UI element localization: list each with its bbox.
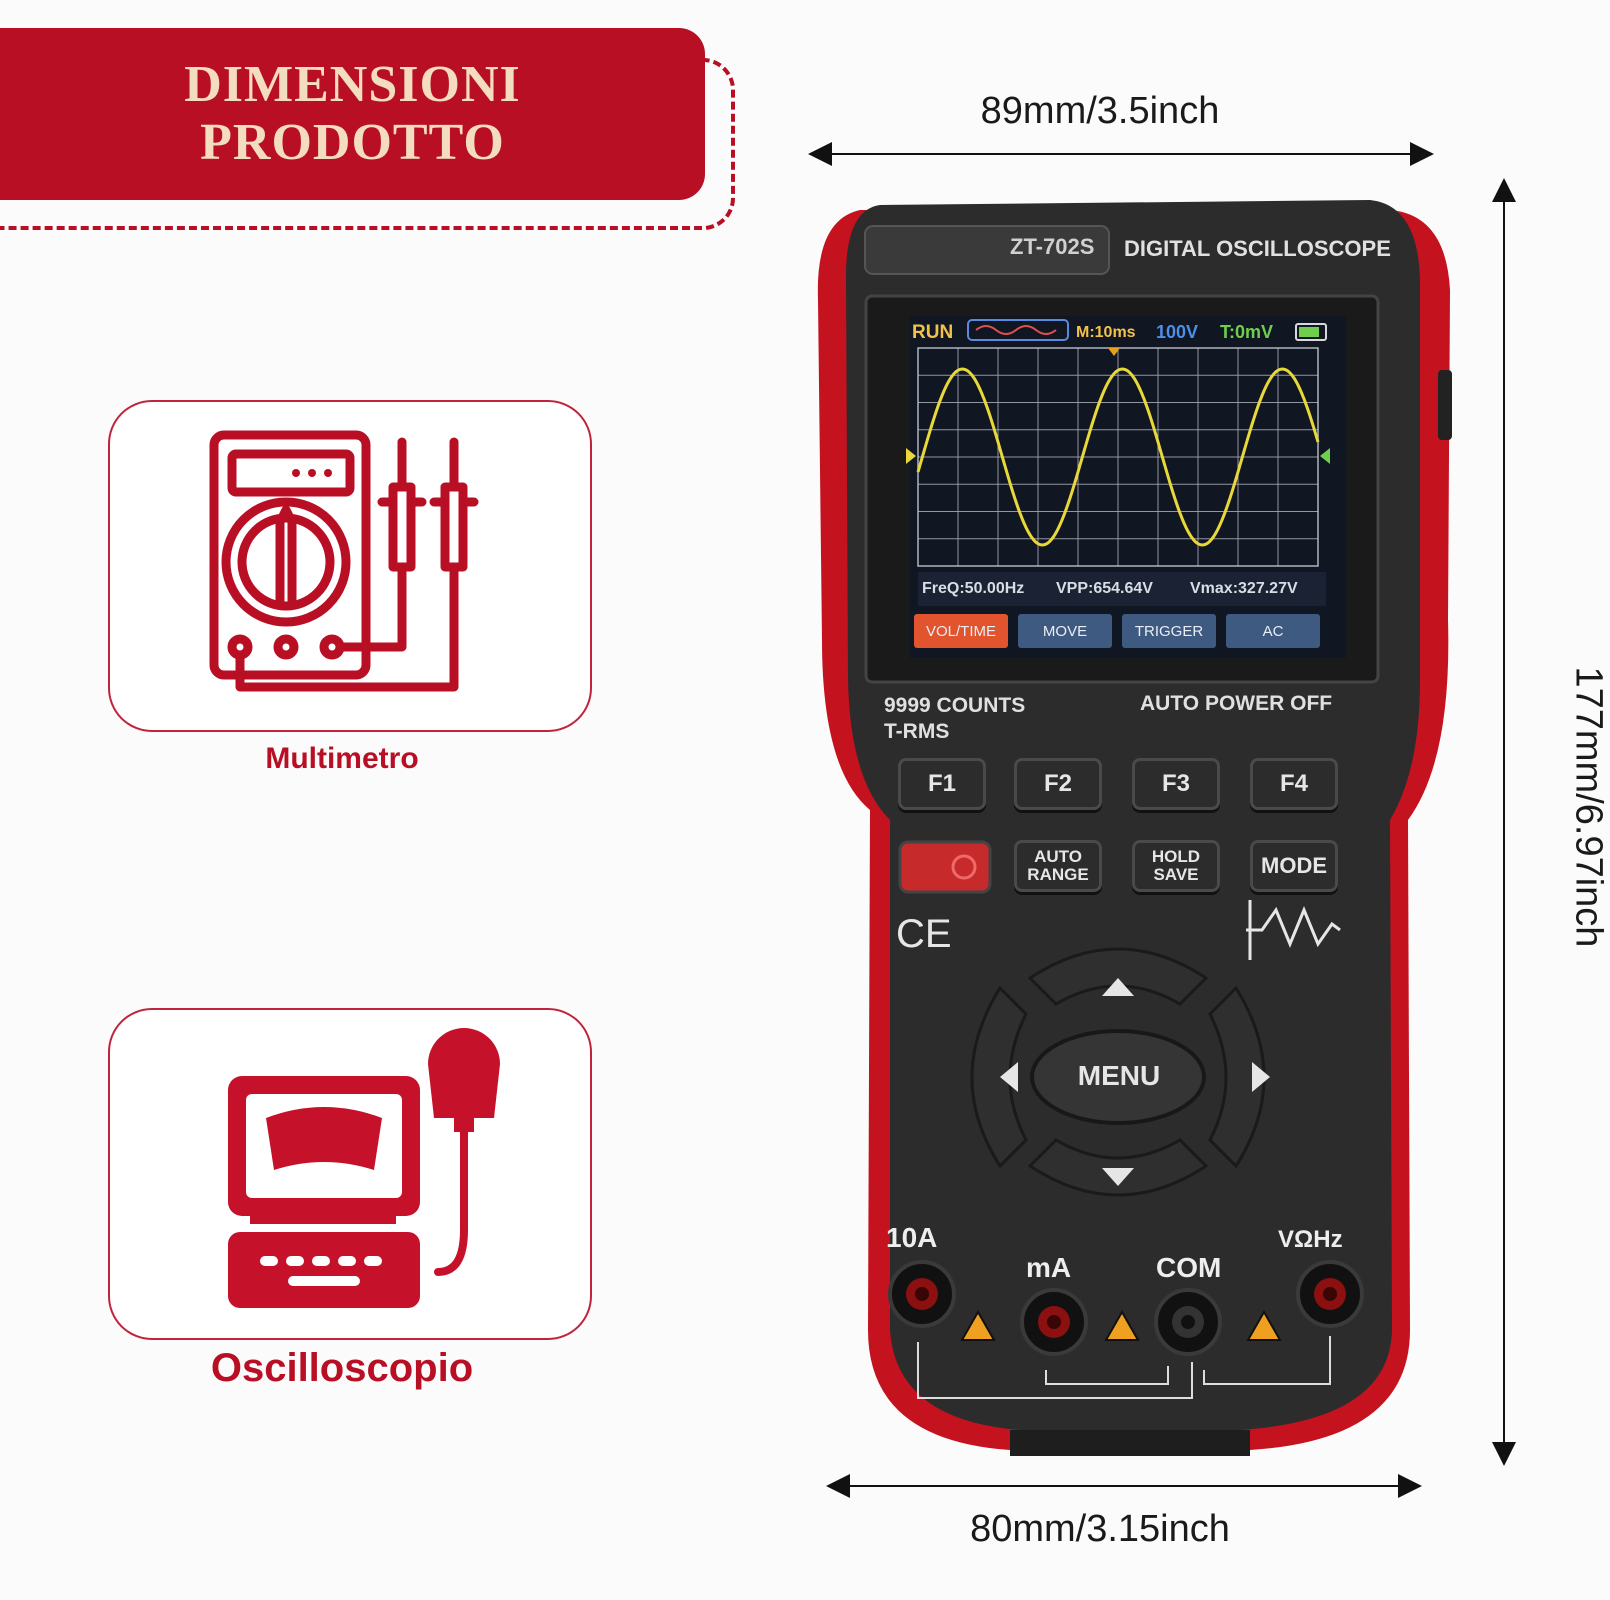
power-button[interactable] [900, 842, 990, 892]
left-arrow-button[interactable] [962, 1042, 1022, 1112]
auto-range-button[interactable]: AUTO RANGE [1014, 840, 1102, 892]
auto-power-off-label: AUTO POWER OFF [1140, 692, 1333, 715]
terminal-com-jack[interactable] [1172, 1290, 1204, 1322]
up-arrow-button[interactable] [1086, 960, 1150, 1004]
hold-save-line2: SAVE [1153, 865, 1199, 884]
down-arrow-button[interactable] [1086, 1150, 1150, 1194]
hold-save-line1: HOLD [1151, 847, 1201, 866]
top-width-label: 89mm/3.5inch [980, 90, 1220, 132]
vmax-readout: Vmax:327.27V [1190, 580, 1298, 597]
f4-button[interactable]: F4 [1250, 758, 1338, 810]
terminal-ma-label: mA [1026, 1252, 1072, 1283]
softkey-move[interactable]: MOVE [1018, 614, 1112, 648]
auto-range-line1: AUTO [1034, 847, 1082, 866]
f1-button[interactable]: F1 [898, 758, 986, 810]
auto-range-line2: RANGE [1027, 865, 1089, 884]
banner-title-line1: DIMENSIONI [184, 56, 521, 113]
waveform-logo-icon [1226, 898, 1346, 962]
oscilloscope-card [108, 1008, 592, 1340]
terminal-com-label: COM [1156, 1252, 1222, 1283]
terminal-10a-label: 10A [886, 1222, 938, 1253]
trms-label: T-RMS [884, 720, 950, 743]
multimeter-card [108, 400, 592, 732]
trigger-readout: T:0mV [1220, 322, 1274, 342]
ce-mark: CE [896, 912, 952, 956]
bottom-width-label: 80mm/3.15inch [970, 1508, 1230, 1550]
softkey-trigger[interactable]: TRIGGER [1122, 614, 1216, 648]
menu-button[interactable]: MENU [1077, 1060, 1161, 1091]
terminal-ma-jack[interactable] [1038, 1290, 1070, 1322]
terminal-vohm-jack[interactable] [1314, 1262, 1346, 1294]
model-label: ZT-702S [1010, 234, 1095, 259]
hold-save-button[interactable]: HOLD SAVE [1132, 840, 1220, 892]
timebase-readout: M:10ms [1076, 324, 1136, 341]
right-arrow-button[interactable] [1216, 1042, 1276, 1112]
volts-readout: 100V [1156, 322, 1199, 342]
f3-button[interactable]: F3 [1132, 758, 1220, 810]
mode-button[interactable]: MODE [1250, 840, 1338, 892]
terminal-vohm-label: VΩHz [1278, 1226, 1343, 1253]
multimeter-icon [209, 430, 479, 692]
vpp-readout: VPP:654.64V [1056, 580, 1153, 597]
softkey-ac[interactable]: AC [1226, 614, 1320, 648]
oscilloscope-icon [228, 1028, 500, 1308]
counts-label: 9999 COUNTS [884, 694, 1026, 717]
terminal-10a-jack[interactable] [906, 1262, 938, 1294]
title-banner: DIMENSIONI PRODOTTO [0, 28, 705, 200]
device-title: DIGITAL OSCILLOSCOPE [1124, 236, 1391, 261]
frequency-readout: FreQ:50.00Hz [922, 580, 1025, 597]
multimeter-label: Multimetro [265, 742, 419, 775]
softkey-vol-time[interactable]: VOL/TIME [914, 614, 1008, 648]
run-status: RUN [912, 322, 954, 343]
oscilloscope-label: Oscilloscopio [210, 1346, 474, 1390]
banner-title-line2: PRODOTTO [200, 114, 505, 171]
f2-button[interactable]: F2 [1014, 758, 1102, 810]
